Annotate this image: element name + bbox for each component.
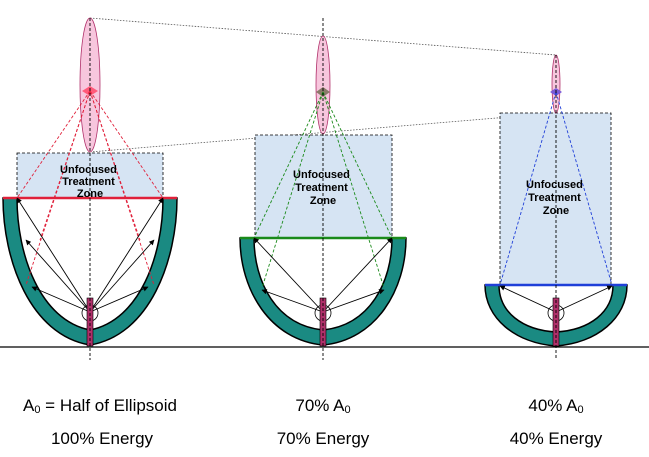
emission-arrows bbox=[16, 197, 164, 313]
area-caption: A0 = Half of Ellipsoid bbox=[23, 396, 177, 416]
emission-arrows bbox=[499, 285, 613, 313]
zone-label: Unfocused Treatment Zone bbox=[60, 164, 120, 200]
emission-arrows bbox=[253, 237, 393, 313]
zone-label: Unfocused Treatment Zone bbox=[293, 169, 353, 207]
energy-caption: 70% Energy bbox=[277, 429, 370, 448]
unfocused-treatment-zone bbox=[499, 112, 612, 286]
energy-caption: 100% Energy bbox=[51, 429, 154, 448]
panel-40-percent: Unfocused Treatment Zone 40% A0 40% Ener… bbox=[484, 54, 628, 448]
area-caption: 70% A0 bbox=[295, 396, 350, 416]
panel-100-percent: Unfocused Treatment Zone A0 = Half of El… bbox=[2, 17, 178, 448]
focus-zone-lens bbox=[551, 54, 561, 114]
focused-rays bbox=[253, 91, 393, 289]
zone-label: Unfocused Treatment Zone bbox=[526, 179, 586, 217]
area-caption: 40% A0 bbox=[528, 396, 583, 416]
panel-70-percent: Unfocused Treatment Zone 70% A0 70% Ener… bbox=[239, 18, 407, 448]
unfocused-treatment-zone bbox=[254, 134, 393, 239]
focused-rays bbox=[499, 91, 613, 286]
energy-caption: 40% Energy bbox=[510, 429, 603, 448]
